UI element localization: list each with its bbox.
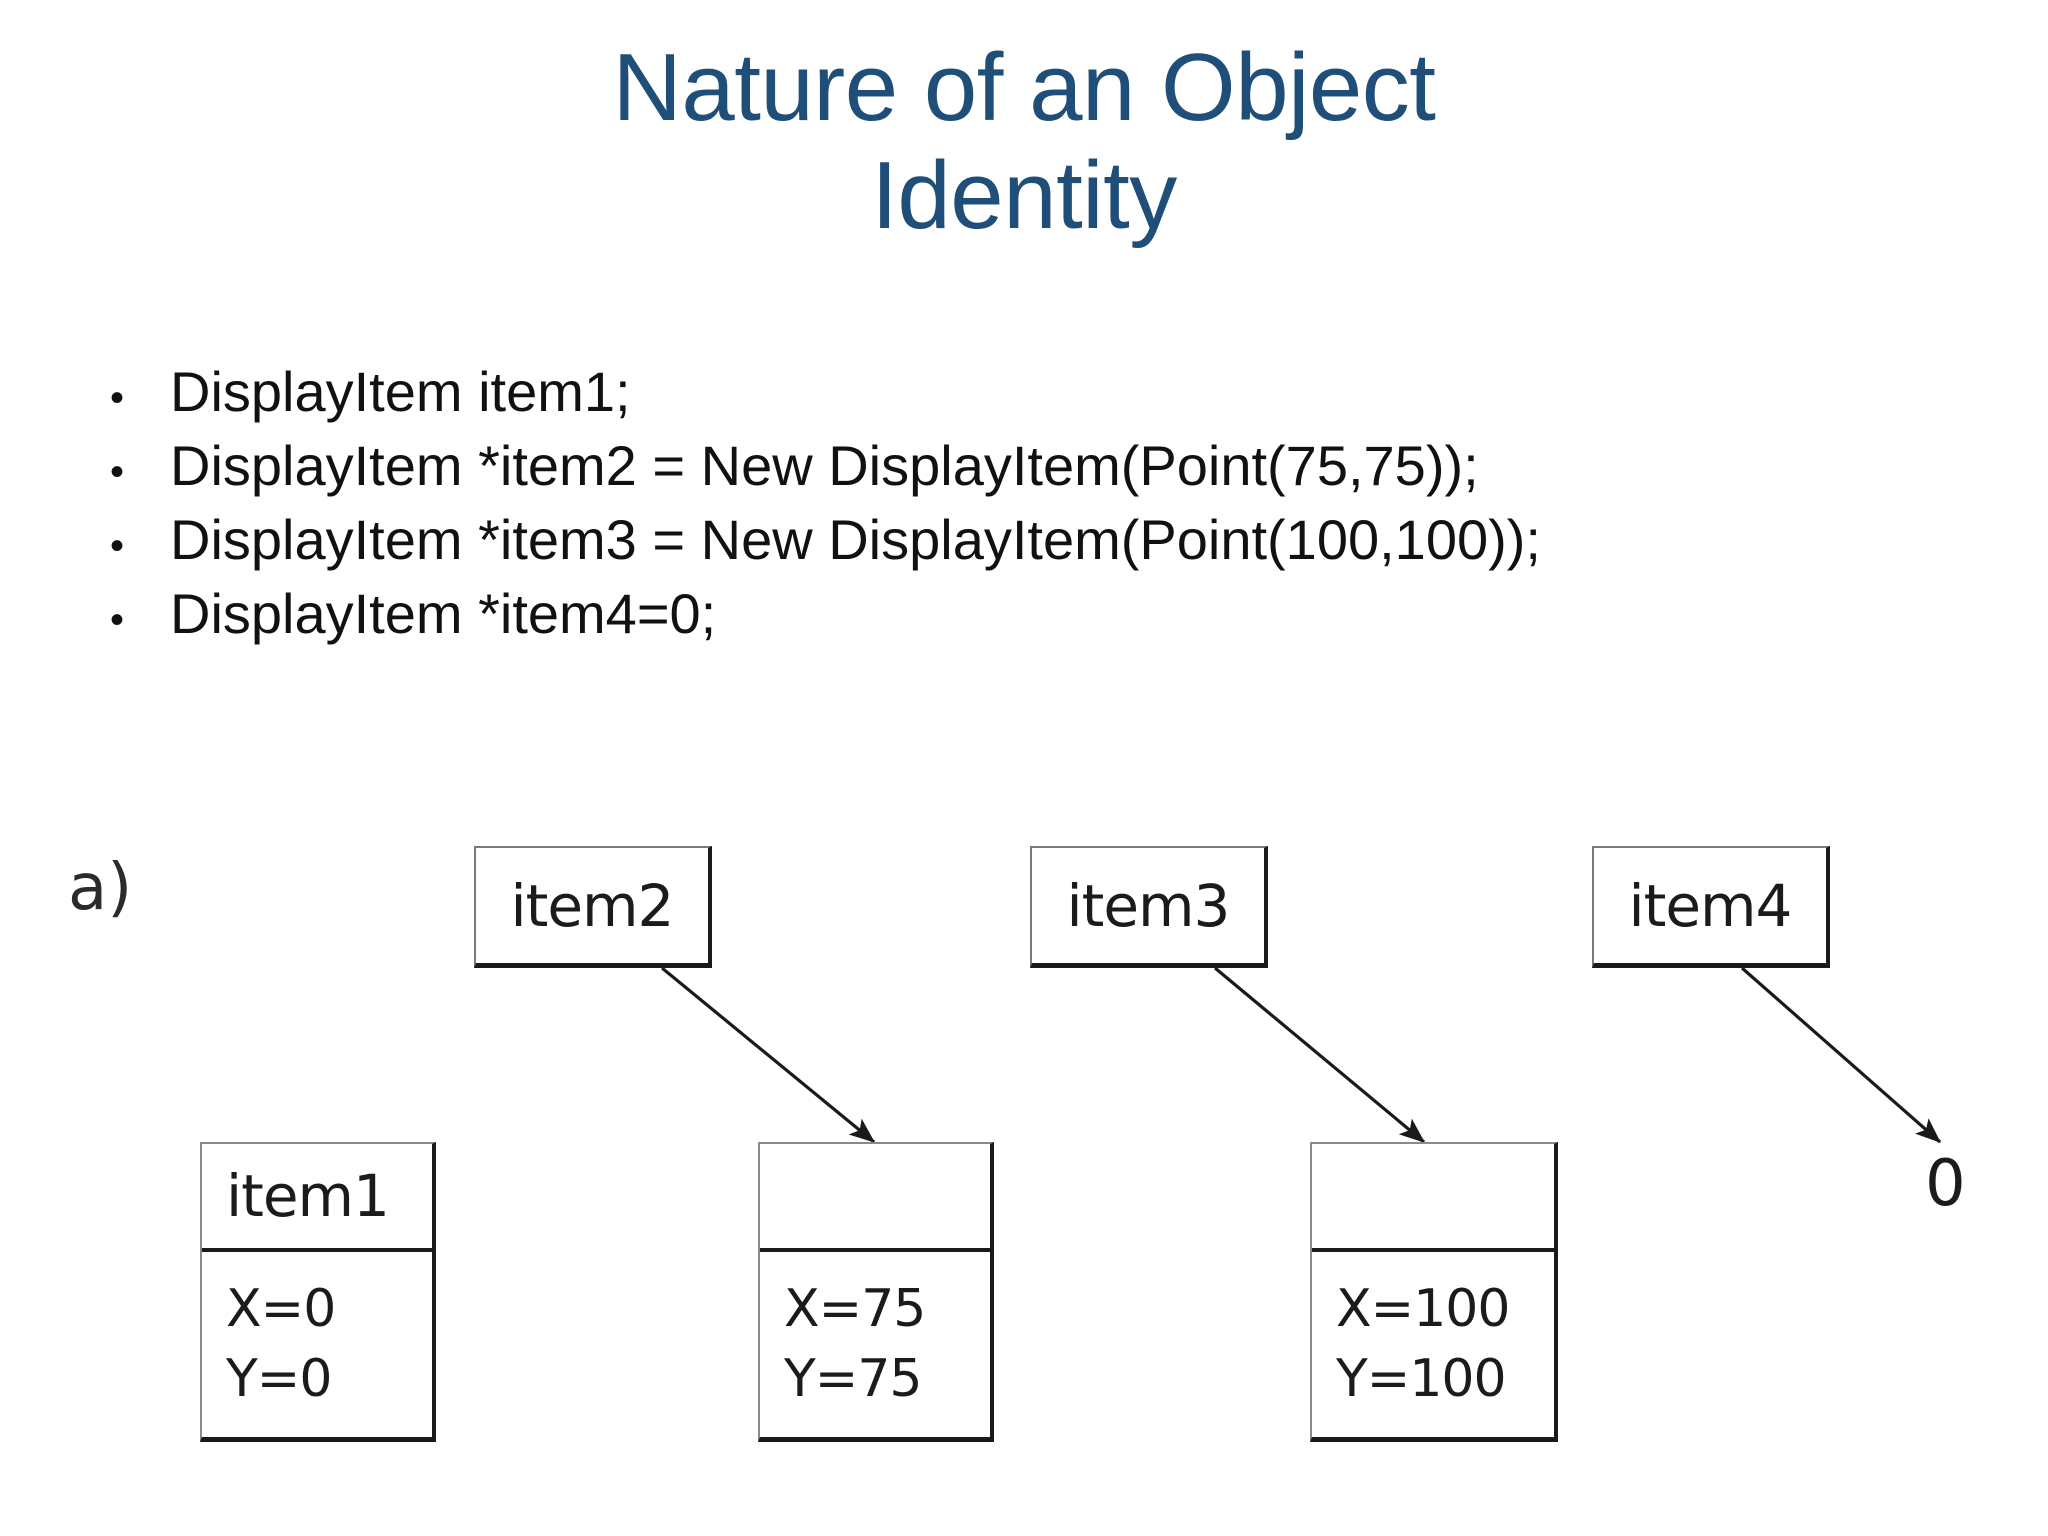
- pointer-box-item4[interactable]: item4: [1592, 846, 1830, 968]
- pointer-box-label: item3: [1066, 871, 1231, 940]
- pointer-box-item2[interactable]: item2: [474, 846, 712, 968]
- object-box-body: X=100 Y=100: [1312, 1252, 1554, 1437]
- bullet-marker-icon: •: [110, 524, 125, 568]
- object-field-x: X=0: [226, 1279, 336, 1339]
- object-box-header: item1: [202, 1144, 432, 1252]
- bullet-marker-icon: •: [110, 598, 125, 642]
- object-box-body: X=75 Y=75: [760, 1252, 990, 1437]
- list-item: • DisplayItem *item2 = New DisplayItem(P…: [104, 432, 1954, 506]
- object-box-item1[interactable]: item1 X=0 Y=0: [200, 1142, 436, 1442]
- object-field-y: Y=0: [226, 1349, 332, 1409]
- diagram-part-label: a): [68, 851, 133, 925]
- object-box-header: [760, 1144, 990, 1252]
- object-box-3[interactable]: X=100 Y=100: [1310, 1142, 1558, 1442]
- null-pointer-value: 0: [1925, 1147, 1966, 1221]
- bullet-list: • DisplayItem item1; • DisplayItem *item…: [104, 358, 1954, 654]
- object-field-x: X=100: [1336, 1279, 1510, 1339]
- bullet-marker-icon: •: [110, 376, 125, 420]
- list-item-label: DisplayItem *item3 = New DisplayItem(Poi…: [170, 508, 1541, 571]
- list-item-label: DisplayItem *item2 = New DisplayItem(Poi…: [170, 434, 1479, 497]
- object-box-2[interactable]: X=75 Y=75: [758, 1142, 994, 1442]
- page-title: Nature of an Object Identity: [0, 34, 2048, 249]
- object-field-x: X=75: [784, 1279, 926, 1339]
- page-title-line-2: Identity: [871, 141, 1177, 249]
- list-item: • DisplayItem *item4=0;: [104, 580, 1954, 654]
- object-box-header: [1312, 1144, 1554, 1252]
- list-item-label: DisplayItem item1;: [170, 360, 631, 423]
- object-box-body: X=0 Y=0: [202, 1252, 432, 1437]
- object-field-y: Y=75: [784, 1349, 923, 1409]
- list-item: • DisplayItem item1;: [104, 358, 1954, 432]
- pointer-box-item3[interactable]: item3: [1030, 846, 1268, 968]
- list-item: • DisplayItem *item3 = New DisplayItem(P…: [104, 506, 1954, 580]
- object-field-y: Y=100: [1336, 1349, 1507, 1409]
- pointer-box-label: item4: [1628, 871, 1793, 940]
- object-box-name: item1: [226, 1162, 390, 1230]
- list-item-label: DisplayItem *item4=0;: [170, 582, 717, 645]
- pointer-box-label: item2: [510, 871, 675, 940]
- page-title-line-1: Nature of an Object: [612, 34, 1436, 141]
- bullet-marker-icon: •: [110, 450, 125, 494]
